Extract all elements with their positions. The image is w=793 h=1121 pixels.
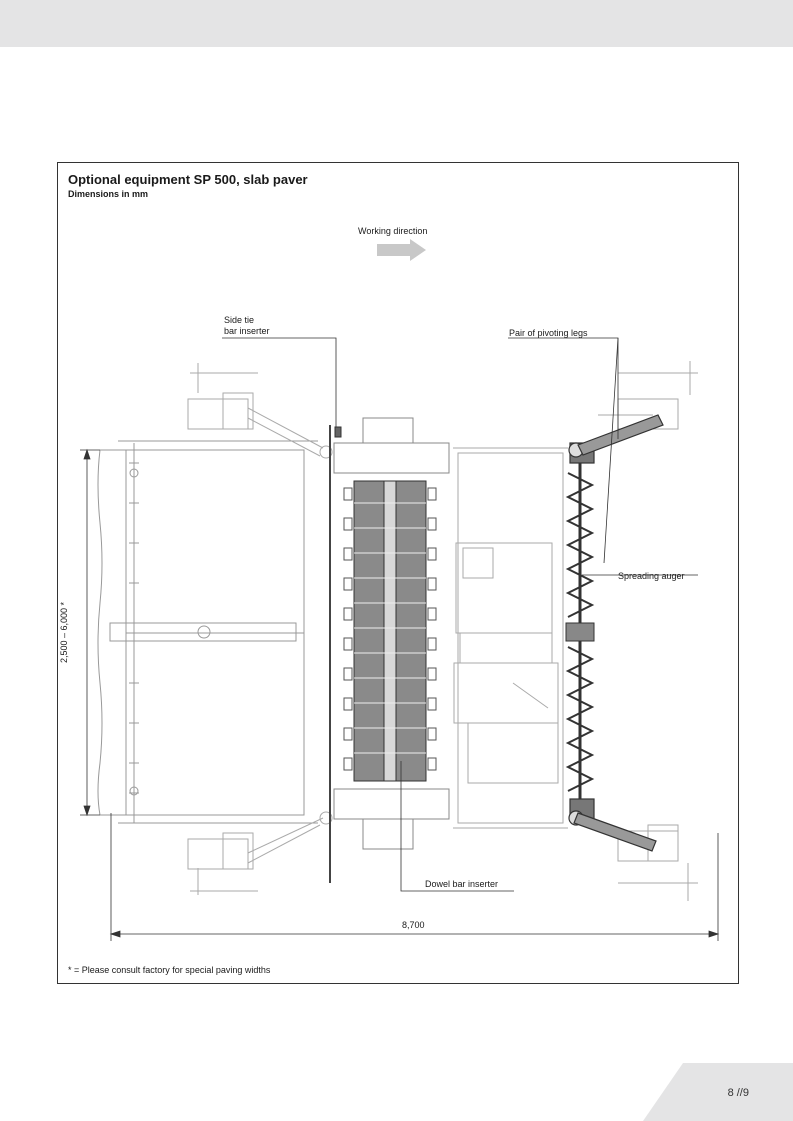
pivot-legs-label: Pair of pivoting legs — [509, 328, 588, 338]
dowel-bar-inserter-body — [343, 480, 437, 782]
side-tie-bar-inserter — [334, 426, 342, 438]
width-dimension — [80, 448, 100, 817]
spreading-auger-label: Spreading auger — [618, 571, 685, 581]
main-frame — [329, 417, 450, 883]
pivoting-legs — [568, 414, 664, 852]
page-number: 8 //9 — [727, 1087, 749, 1099]
dowel-bar-label: Dowel bar inserter — [425, 879, 499, 889]
footnote: * = Please consult factory for special p… — [68, 965, 271, 975]
spreading-auger — [565, 463, 595, 799]
figure-frame: Optional equipment SP 500, slab paver Di… — [57, 162, 739, 984]
paver-drawing — [80, 239, 720, 941]
paver-body — [453, 447, 568, 829]
figure-subtitle: Dimensions in mm — [68, 189, 149, 199]
width-dimension-label: 2,500 – 6,000 * — [59, 601, 70, 664]
length-dimension — [109, 813, 720, 941]
leader-lines — [222, 337, 698, 892]
working-direction-arrow — [377, 239, 426, 261]
side-tie-label-line1: Side tie — [224, 315, 255, 325]
page-number-tab — [643, 1063, 793, 1121]
length-dimension-label: 8,700 — [402, 920, 425, 930]
working-direction-label: Working direction — [358, 226, 428, 236]
paved-slab-area — [97, 440, 318, 824]
left-legs — [187, 363, 333, 895]
side-tie-label-line2: bar inserter — [224, 326, 270, 336]
figure-title: Optional equipment SP 500, slab paver — [68, 172, 308, 187]
header-band — [0, 0, 793, 47]
